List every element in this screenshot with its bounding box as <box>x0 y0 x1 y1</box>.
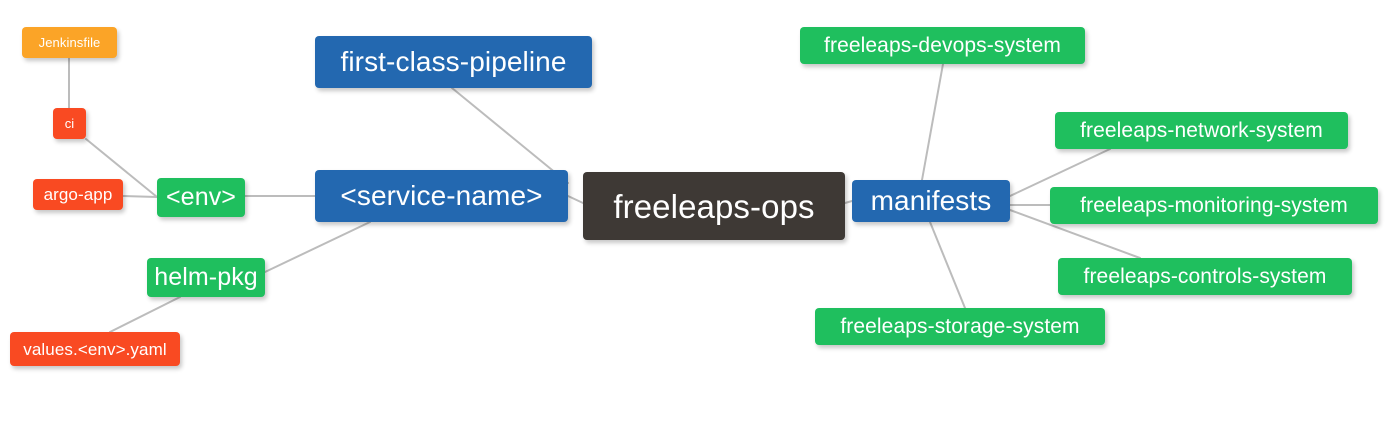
node-service-name[interactable]: <service-name> <box>315 170 568 222</box>
node-freeleaps-ops[interactable]: freeleaps-ops <box>583 172 845 240</box>
node-storage[interactable]: freeleaps-storage-system <box>815 308 1105 345</box>
edge-service-name-to-first-class <box>451 87 569 184</box>
node-label-controls: freeleaps-controls-system <box>1083 265 1327 288</box>
node-first-class[interactable]: first-class-pipeline <box>315 36 592 88</box>
node-label-storage: freeleaps-storage-system <box>840 315 1080 338</box>
node-label-first-class: first-class-pipeline <box>340 46 567 77</box>
edge-helm-pkg-to-values-yaml <box>109 296 181 333</box>
node-monitoring[interactable]: freeleaps-monitoring-system <box>1050 187 1378 224</box>
edge-argo-app-to-env <box>122 195 158 198</box>
edge-manifests-to-storage <box>929 221 966 309</box>
node-manifests[interactable]: manifests <box>852 180 1010 222</box>
edge-freeleaps-ops-to-manifests <box>844 200 853 204</box>
edge-manifests-to-devops <box>921 63 944 181</box>
node-label-argo-app: argo-app <box>43 185 113 204</box>
node-argo-app[interactable]: argo-app <box>33 179 123 210</box>
node-label-manifests: manifests <box>870 185 992 216</box>
node-ci[interactable]: ci <box>53 108 86 139</box>
node-label-service-name: <service-name> <box>340 180 543 211</box>
node-label-network: freeleaps-network-system <box>1080 119 1323 142</box>
node-label-jenkinsfile: Jenkinsfile <box>38 35 101 50</box>
node-helm-pkg[interactable]: helm-pkg <box>147 258 265 297</box>
node-values-yaml[interactable]: values.<env>.yaml <box>10 332 180 366</box>
node-devops[interactable]: freeleaps-devops-system <box>800 27 1085 64</box>
node-label-values-yaml: values.<env>.yaml <box>23 339 167 359</box>
node-label-freeleaps-ops: freeleaps-ops <box>613 187 815 225</box>
node-network[interactable]: freeleaps-network-system <box>1055 112 1348 149</box>
node-label-devops: freeleaps-devops-system <box>824 34 1061 57</box>
node-label-helm-pkg: helm-pkg <box>154 263 258 291</box>
node-controls[interactable]: freeleaps-controls-system <box>1058 258 1352 295</box>
node-label-monitoring: freeleaps-monitoring-system <box>1080 194 1348 217</box>
edge-service-name-to-freeleaps-ops <box>567 195 584 204</box>
node-jenkinsfile[interactable]: Jenkinsfile <box>22 27 117 58</box>
node-label-ci: ci <box>64 116 75 131</box>
node-env[interactable]: <env> <box>157 178 245 217</box>
edge-service-name-to-helm-pkg <box>264 221 371 273</box>
node-label-env: <env> <box>165 183 236 211</box>
